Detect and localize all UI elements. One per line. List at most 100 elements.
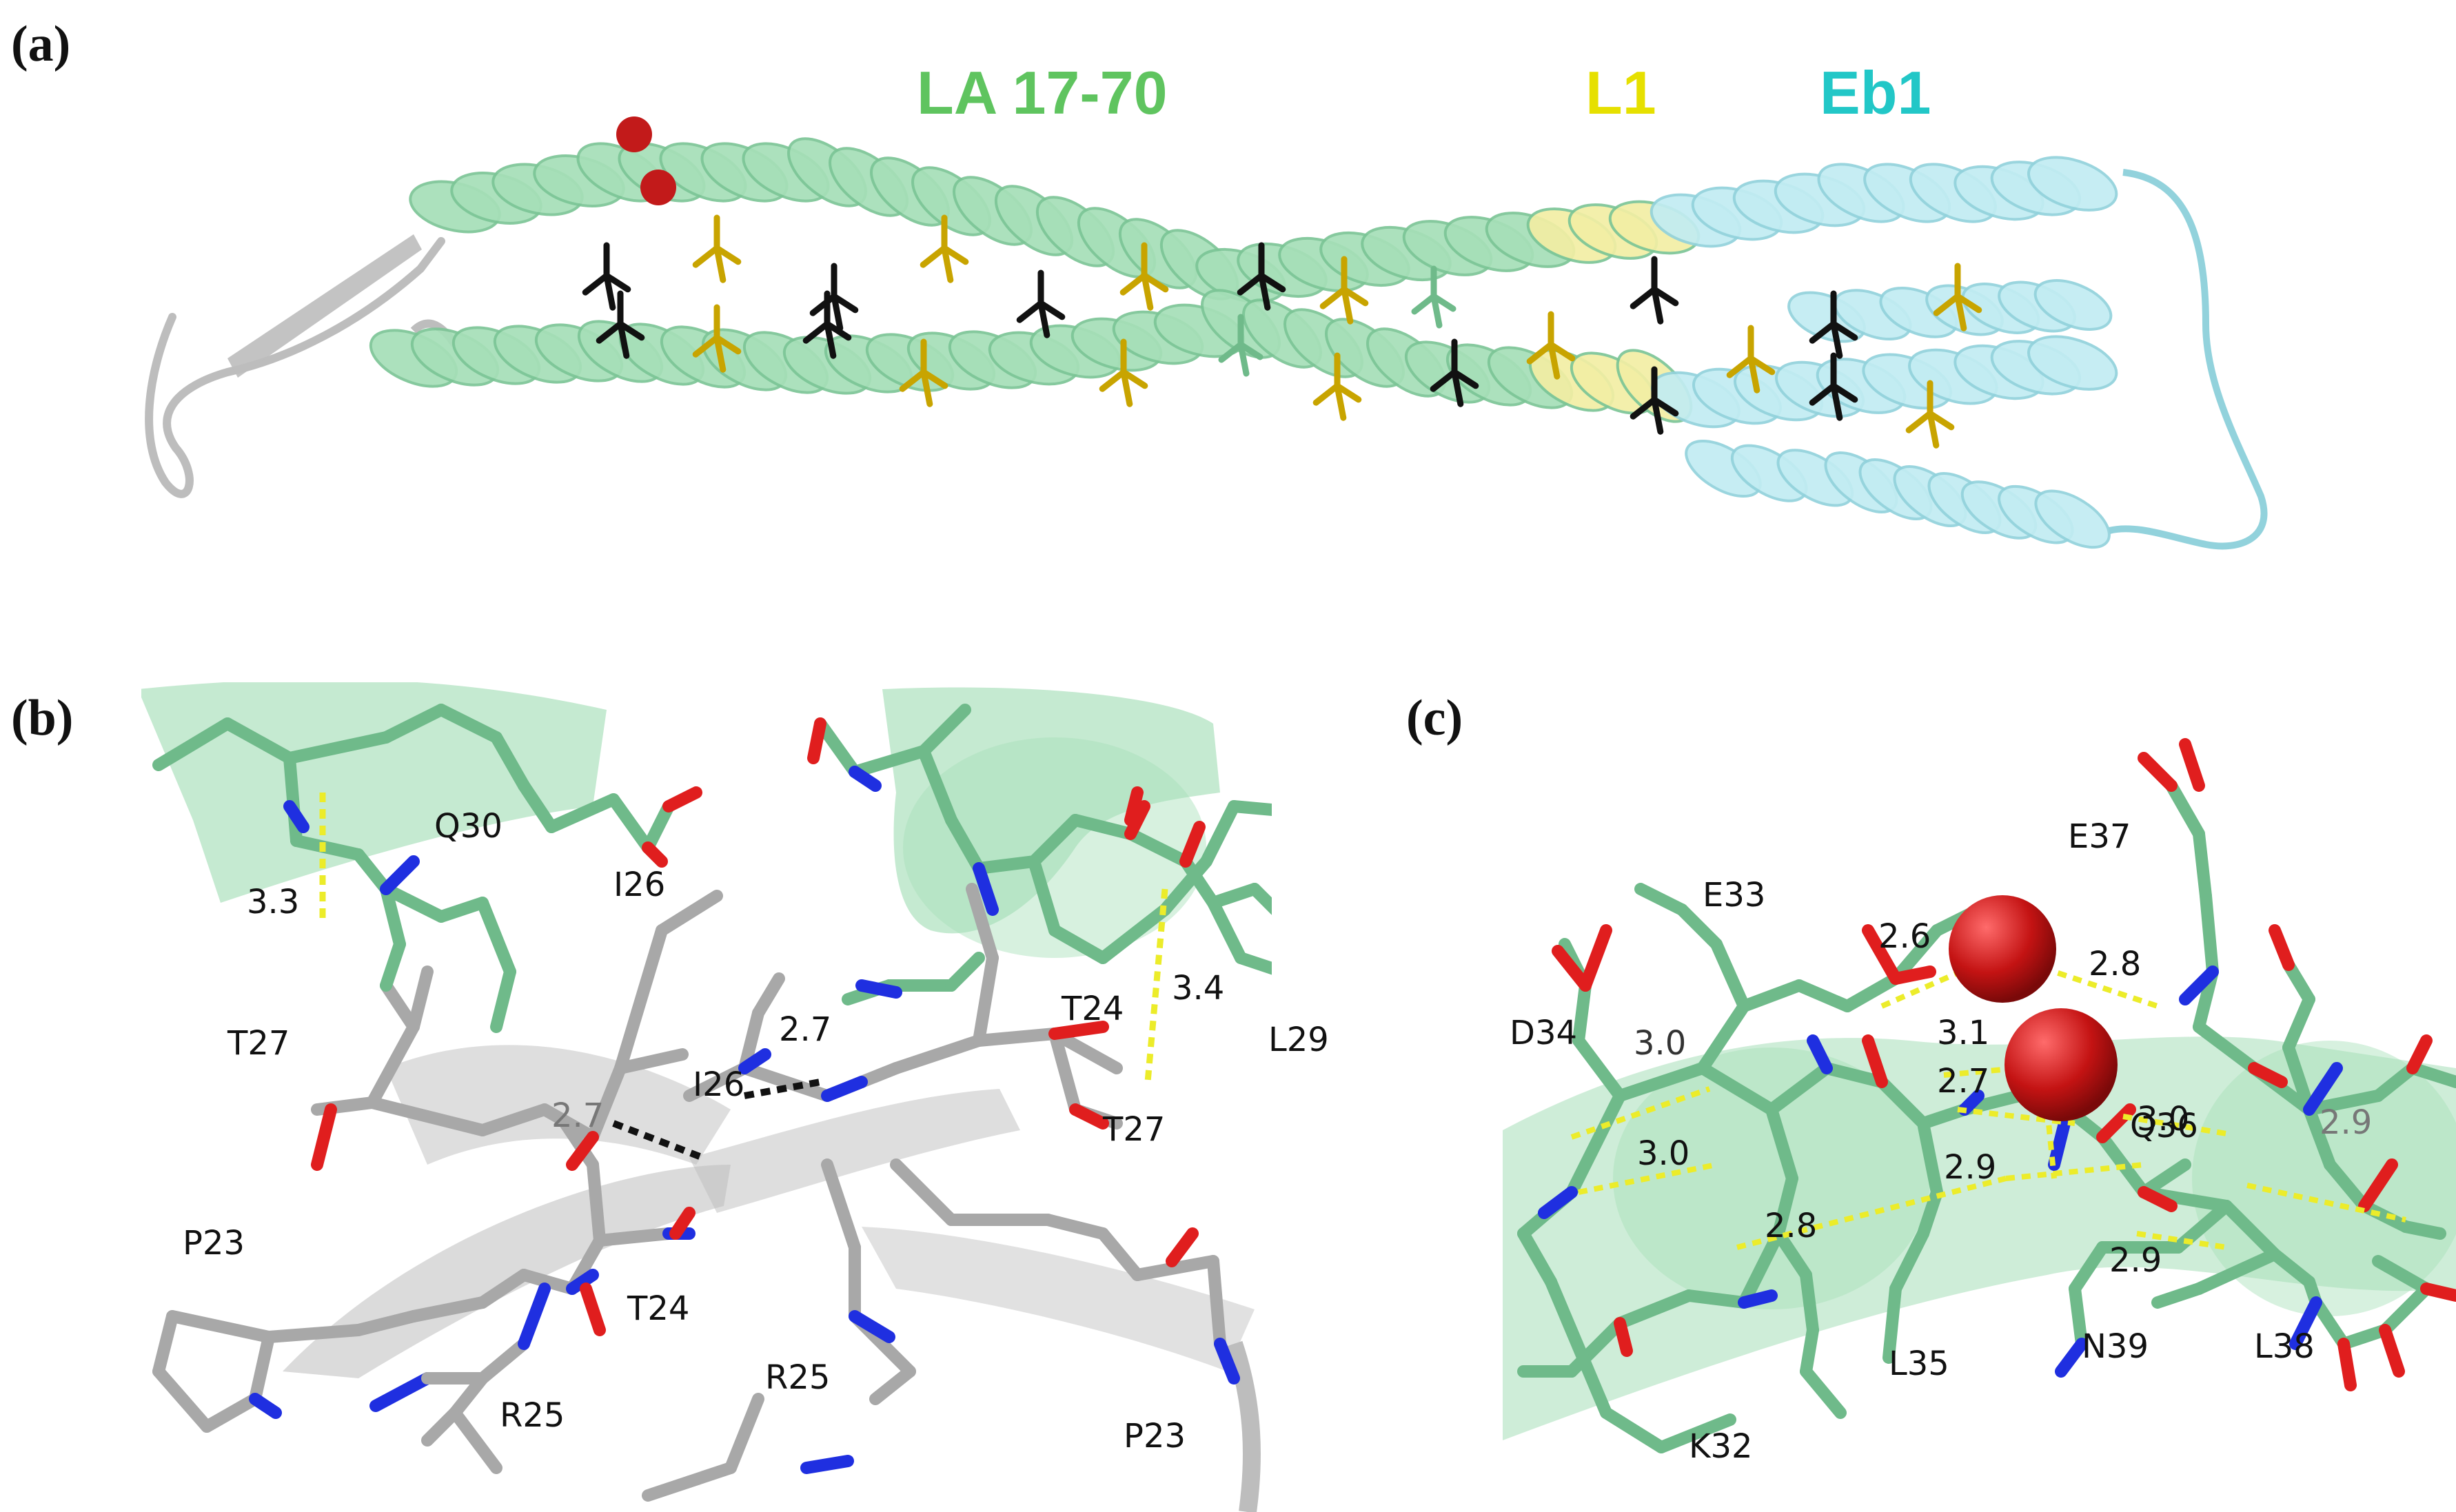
backbone-tube — [1225, 1340, 1261, 1512]
bond-stick — [1028, 855, 1061, 937]
bond-stick — [1696, 1000, 1750, 1074]
side-chain-stick — [1411, 265, 1457, 329]
bond-stick — [1124, 786, 1144, 826]
bond-stick — [566, 1131, 599, 1171]
residue-label: E37 — [2068, 817, 2131, 856]
bond-stick — [807, 717, 826, 764]
bond-stick — [2420, 1283, 2456, 1302]
side-chain-stick — [596, 290, 645, 359]
bond-stick — [249, 1393, 282, 1419]
bond-stick — [2406, 1062, 2456, 1088]
side-chain-stick — [1809, 352, 1858, 421]
bond-stick — [1207, 1255, 1226, 1350]
bond-stick — [2138, 1186, 2178, 1212]
residue-label: I26 — [613, 866, 665, 904]
residue-label: N39 — [2082, 1327, 2149, 1366]
side-chain-stick — [582, 242, 631, 311]
bond-stick — [580, 1283, 606, 1336]
distance-label: 2.8 — [1765, 1207, 1817, 1245]
bond-stick — [1572, 1034, 1626, 1102]
bond-stick — [752, 972, 785, 1019]
bond-stick — [1545, 1276, 1612, 1419]
bond-stick — [559, 1117, 599, 1171]
bond-stick — [435, 704, 503, 744]
side-chain-stick — [1809, 290, 1858, 359]
bond-stick — [2303, 1062, 2343, 1116]
bond-stick — [2310, 1296, 2350, 1350]
helix-turn — [2027, 335, 2118, 391]
bond-stick — [1579, 924, 1612, 992]
helix-turn — [2034, 489, 2111, 549]
bond-stick — [490, 731, 530, 792]
bond-stick — [1097, 903, 1171, 964]
hbond-line — [744, 1079, 821, 1099]
bond-stick — [662, 786, 702, 813]
bond-stick — [973, 862, 999, 916]
bond-stick — [1738, 1227, 1785, 1309]
bond-stick — [407, 966, 434, 1033]
bond-stick — [1862, 1034, 1888, 1088]
bond-stick — [1889, 966, 1936, 985]
bond-stick — [1131, 1255, 1219, 1281]
bond-stick — [263, 1324, 365, 1343]
bond-stick — [449, 1407, 503, 1474]
distance-label: 2.9 — [2320, 1103, 2372, 1142]
bond-stick — [2151, 1283, 2205, 1309]
bond-stick — [1793, 979, 1854, 1012]
bond-stick — [1800, 1324, 1819, 1378]
bond-stick — [290, 835, 365, 861]
legend-eb1: Eb1 — [1820, 59, 1931, 127]
bond-stick — [518, 779, 558, 833]
bond-stick — [1876, 1076, 1929, 1130]
bond-stick — [607, 793, 654, 854]
side-chain-stick — [1430, 338, 1479, 407]
side-chain-stick — [920, 214, 969, 283]
bond-stick — [1958, 1090, 1985, 1116]
helix-eb1-lower — [1650, 335, 2118, 549]
water-sphere — [2005, 1008, 2118, 1121]
hbond-group — [1570, 955, 2406, 1250]
bond-stick — [1800, 1365, 1847, 1419]
bond-stick — [1282, 972, 1310, 1013]
side-chain-stick — [1905, 380, 1955, 449]
bond-stick — [421, 1407, 461, 1447]
bond-stick — [821, 1076, 868, 1102]
bond-stick — [1207, 883, 1261, 909]
bond-stick — [1807, 1034, 1833, 1074]
bond-stick — [476, 1338, 530, 1385]
bond-stick — [1772, 1227, 1812, 1281]
bond-stick — [2372, 1062, 2419, 1102]
bond-stick — [518, 1269, 578, 1295]
bond-stick — [1235, 952, 1272, 975]
panel-c-structure: E33 E37 D34 Q36 K32 L35 N39 L38 2.6 2.8 … — [1503, 738, 2456, 1466]
panel-a-structure — [145, 116, 2268, 550]
bond-stick — [1738, 979, 1805, 1012]
distance-label: 2.7 — [1937, 1062, 1989, 1101]
side-chain-stick — [1237, 242, 1286, 311]
side-chain-stick — [1099, 338, 1148, 407]
bond-stick — [1179, 855, 1219, 909]
bond-stick — [380, 704, 447, 744]
bond-stick — [366, 1021, 420, 1109]
bond-stick — [917, 745, 957, 826]
bond-stick — [1655, 1413, 1736, 1453]
bond-stick — [1048, 924, 1109, 964]
side-chains — [582, 214, 1982, 449]
bond-stick — [1917, 1117, 1943, 1198]
bond-stick — [1207, 897, 1247, 964]
bond-stick — [1683, 1289, 1750, 1309]
distance-label: 3.0 — [1634, 1024, 1686, 1063]
bond-stick — [2282, 993, 2315, 1054]
side-chain-stick — [1526, 311, 1576, 380]
bond-stick — [283, 731, 392, 764]
bond-stick — [518, 1283, 551, 1350]
bond-stick — [1214, 1338, 1240, 1385]
distance-label: 2.9 — [2109, 1241, 2162, 1280]
bond-stick — [2399, 1220, 2446, 1240]
side-chain-stick — [1119, 242, 1169, 311]
bond-stick — [2220, 1200, 2281, 1260]
n-term-loop — [145, 237, 445, 498]
bond-stick — [800, 1455, 854, 1474]
bond-stick — [352, 848, 392, 895]
bond-stick — [566, 1269, 599, 1295]
